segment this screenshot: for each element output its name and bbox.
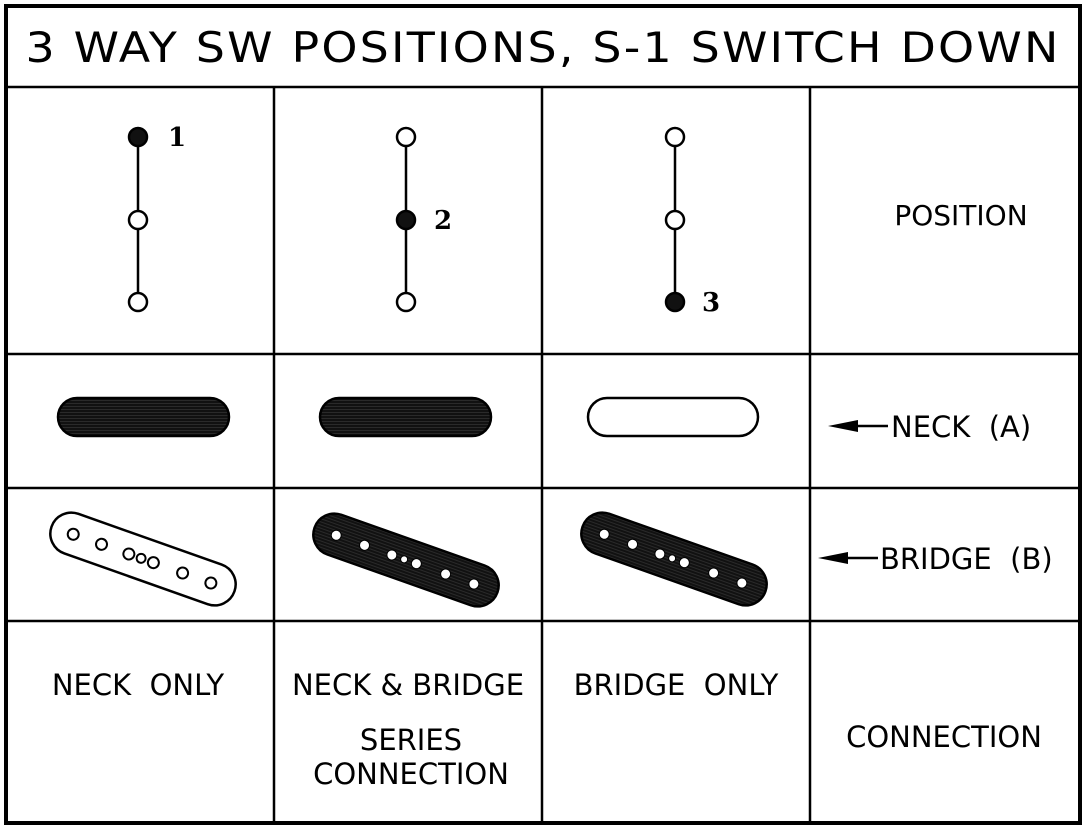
neck-arrow-icon (828, 420, 888, 432)
neck-pickup-active (318, 396, 493, 438)
position-number: 3 (702, 288, 720, 318)
bridge-arrow-icon (818, 552, 878, 564)
position-row-label: POSITION (894, 199, 1027, 232)
column-position-1: 1 NECK ONLY (49, 123, 237, 702)
bridge-pickup-active (312, 512, 500, 608)
column-position-3: 3 BRIDGE ONLY (574, 126, 779, 702)
connection-row-label: CONNECTION (846, 720, 1042, 754)
connection-label: NECK & BRIDGE (292, 668, 524, 702)
switch-diagram: 2 (395, 126, 452, 313)
bridge-row-label: BRIDGE (B) (880, 542, 1053, 576)
row-labels: POSITION NECK (A) BRIDGE (B) CONNECTION (818, 199, 1053, 754)
switch-contact-active (127, 126, 149, 148)
column-position-2: 2 NECK & BRIDGE SERIES CONNECTION (292, 126, 524, 791)
position-number: 1 (168, 123, 186, 153)
neck-row-label: NECK (A) (891, 410, 1031, 444)
position-number: 2 (434, 206, 452, 236)
connection-label: BRIDGE ONLY (574, 668, 779, 702)
page-title: 3 WAY SW POSITIONS, S-1 SWITCH DOWN (26, 23, 1061, 72)
switch-diagram: 1 (127, 123, 186, 313)
switch-contact (127, 209, 149, 231)
connection-label: NECK ONLY (52, 668, 225, 702)
table-grid (6, 85, 1080, 823)
bridge-pickup-active (580, 511, 768, 607)
switch-contact-active (395, 209, 417, 231)
bridge-pickup-inactive (49, 511, 237, 607)
switch-contact (127, 291, 149, 313)
neck-pickup-active (56, 396, 231, 438)
connection-label: CONNECTION (313, 757, 509, 791)
switch-contact (664, 126, 686, 148)
switch-contact (395, 126, 417, 148)
switch-diagram: 3 (664, 126, 720, 318)
neck-pickup-inactive (586, 396, 760, 438)
switch-contact-active (664, 291, 686, 313)
switch-contact (664, 209, 686, 231)
connection-label: SERIES (360, 723, 462, 757)
switch-contact (395, 291, 417, 313)
